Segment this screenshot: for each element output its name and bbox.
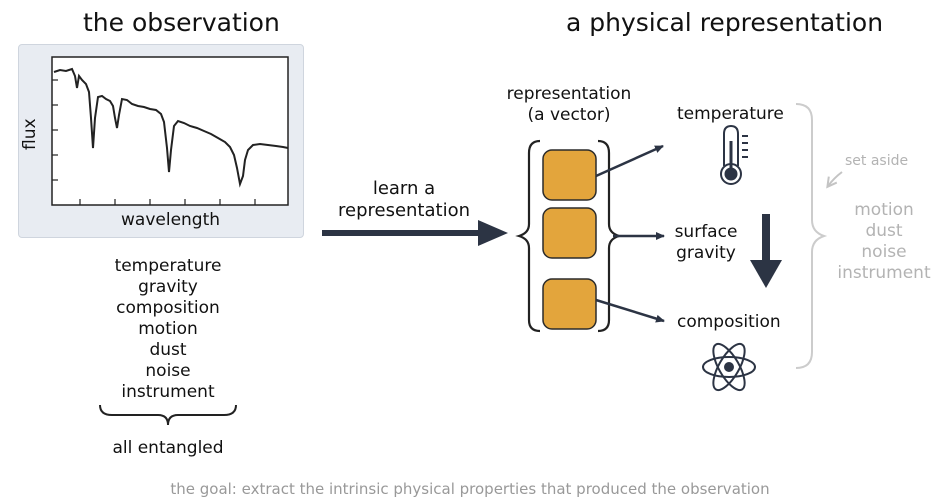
vector-cell-1 — [542, 149, 597, 201]
vector-bracket-left — [515, 139, 541, 333]
set-aside-motion: motion — [854, 200, 914, 220]
observation-title: the observation — [83, 8, 280, 37]
gravity-composition-arrow — [750, 214, 782, 288]
entangled-label: all entangled — [112, 438, 224, 458]
set-aside-instrument: instrument — [837, 263, 931, 283]
vector-label: representation (a vector) — [494, 84, 644, 126]
entangled-brace — [99, 404, 237, 426]
set-aside-list: motion dust noise instrument — [828, 200, 940, 284]
set-aside-dust: dust — [865, 221, 903, 241]
x-ticks — [79, 199, 256, 205]
spectrum-line — [53, 67, 289, 188]
gravity-label: surface gravity — [670, 222, 742, 264]
factor-noise: noise — [145, 361, 191, 381]
composition-label: composition — [677, 312, 781, 332]
learn-label: learn a representation — [322, 178, 486, 222]
plot-ylabel: flux — [20, 118, 40, 150]
set-aside-label: set aside — [845, 153, 909, 169]
set-aside-arrow — [828, 171, 843, 186]
temperature-label: temperature — [677, 104, 784, 124]
factor-composition: composition — [116, 298, 220, 318]
learn-label-line1: learn a — [372, 178, 436, 199]
set-aside-noise: noise — [861, 242, 907, 262]
factor-instrument: instrument — [121, 382, 215, 402]
vector-label-line1: representation — [506, 84, 632, 104]
factor-motion: motion — [138, 319, 198, 339]
representation-title: a physical representation — [566, 8, 884, 37]
vector-cell-3 — [542, 278, 597, 330]
arrow-to-composition — [595, 298, 665, 323]
atom-icon — [702, 342, 756, 392]
factor-temperature: temperature — [114, 256, 222, 276]
plot-xlabel: wavelength — [121, 210, 221, 230]
set-aside-bracket — [795, 103, 828, 369]
vector-cell-2 — [542, 207, 597, 259]
gravity-label-line2: gravity — [676, 243, 736, 263]
learn-arrow — [322, 220, 508, 246]
arrow-to-temperature — [595, 144, 664, 178]
gravity-label-line1: surface — [674, 222, 738, 242]
learn-label-line2: representation — [337, 200, 470, 221]
entangled-factor-list: temperature gravity composition motion d… — [88, 256, 248, 403]
caption: the goal: extract the intrinsic physical… — [170, 480, 770, 498]
vector-label-line2: (a vector) — [527, 105, 611, 125]
plot-frame — [51, 56, 289, 206]
y-ticks — [52, 79, 58, 181]
thermometer-icon — [720, 124, 748, 185]
factor-dust: dust — [149, 340, 187, 360]
spectrum-plot — [51, 56, 289, 206]
factor-gravity: gravity — [138, 277, 198, 297]
